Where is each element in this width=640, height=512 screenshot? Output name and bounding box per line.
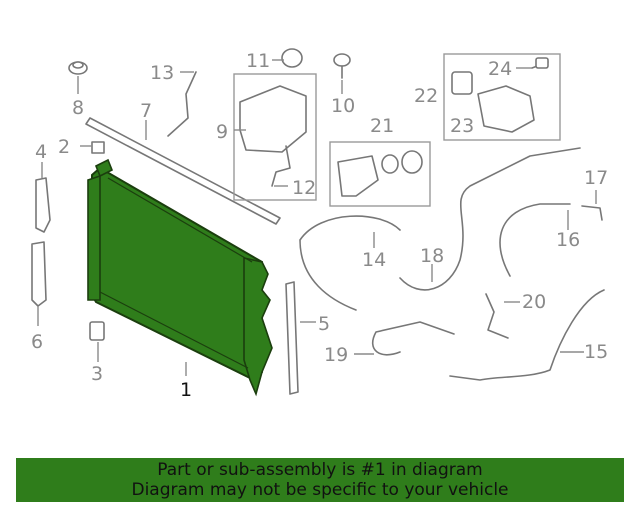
part-24-sensor[interactable] [531, 57, 549, 69]
part-14-hose[interactable] [299, 215, 401, 311]
part-4-bracket[interactable] [35, 177, 51, 233]
part-8-grommet[interactable] [68, 61, 88, 75]
part-12-hose[interactable] [271, 145, 291, 187]
part-6-bracket[interactable] [31, 241, 47, 307]
part-15-hose[interactable] [449, 289, 605, 381]
part-21-thermostat[interactable] [337, 150, 423, 197]
callout-15[interactable]: 15 [584, 341, 608, 363]
callout-19[interactable]: 19 [324, 344, 348, 366]
part-9-reservoir[interactable] [239, 85, 307, 153]
part-10-bolt[interactable] [333, 53, 351, 79]
callout-21[interactable]: 21 [370, 115, 394, 137]
radiator-part-1[interactable] [87, 158, 273, 397]
callout-24[interactable]: 24 [488, 58, 512, 80]
callout-12[interactable]: 12 [292, 177, 316, 199]
callout-9[interactable]: 9 [216, 121, 228, 143]
callout-10[interactable]: 10 [331, 95, 355, 117]
part-22-gasket[interactable] [451, 71, 473, 95]
callout-22[interactable]: 22 [414, 85, 438, 107]
part-18-hose[interactable] [399, 147, 581, 291]
part-2-clip[interactable] [91, 141, 105, 154]
callout-14[interactable]: 14 [362, 249, 386, 271]
callout-8[interactable]: 8 [72, 97, 84, 119]
part-17-hose[interactable] [581, 205, 603, 221]
callout-18[interactable]: 18 [420, 245, 444, 267]
parts-diagram: 1 2 3 4 5 6 7 8 9 10 11 12 13 14 15 16 1… [31, 48, 608, 401]
part-3-mount[interactable] [89, 321, 105, 341]
footer-banner: Part or sub-assembly is #1 in diagram Di… [16, 458, 624, 502]
part-7-bar[interactable] [85, 117, 281, 225]
callout-5[interactable]: 5 [318, 313, 330, 335]
callout-7[interactable]: 7 [140, 100, 152, 122]
footer-line-1: Part or sub-assembly is #1 in diagram [157, 460, 483, 480]
leader-lines [37, 59, 597, 376]
part-19-hose[interactable] [371, 321, 455, 356]
callout-13[interactable]: 13 [150, 62, 174, 84]
part-9-group-box [233, 73, 317, 201]
callout-6[interactable]: 6 [31, 331, 43, 353]
callout-2[interactable]: 2 [58, 136, 70, 158]
part-20-hose[interactable] [485, 293, 509, 339]
callout-4[interactable]: 4 [35, 141, 47, 163]
footer-line-2: Diagram may not be specific to your vehi… [131, 480, 509, 500]
part-13-hose[interactable] [167, 71, 197, 137]
callout-1[interactable]: 1 [180, 379, 192, 401]
part-16-hose[interactable] [499, 203, 571, 277]
callout-17[interactable]: 17 [584, 167, 608, 189]
part-22-group-box [443, 53, 561, 141]
callout-16[interactable]: 16 [556, 229, 580, 251]
callout-3[interactable]: 3 [91, 363, 103, 385]
part-21-group-box [329, 141, 431, 207]
part-23-housing[interactable] [477, 85, 535, 133]
part-11-cap[interactable] [281, 48, 303, 68]
callout-11[interactable]: 11 [246, 50, 270, 72]
part-5-deflector[interactable] [285, 281, 299, 395]
callout-20[interactable]: 20 [522, 291, 546, 313]
callout-23[interactable]: 23 [450, 115, 474, 137]
